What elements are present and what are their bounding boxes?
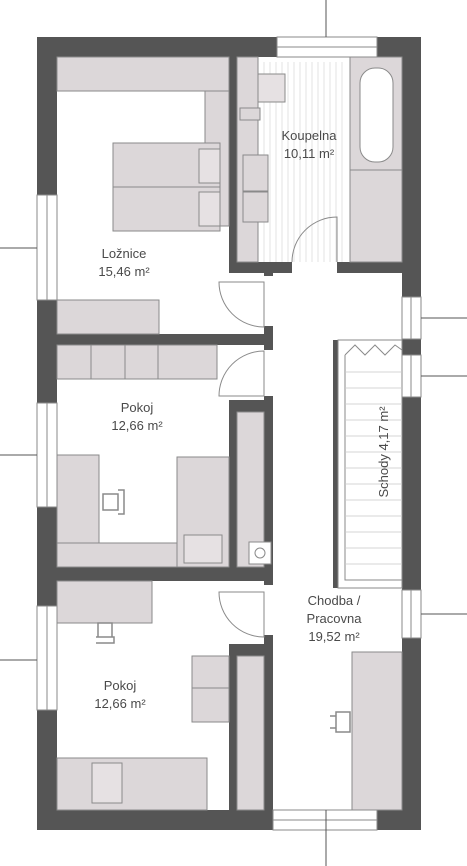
- label-koupelna-area: 10,11 m²: [284, 146, 335, 161]
- wall-hall-left: [264, 272, 273, 810]
- wall-closet-l2: [229, 644, 237, 810]
- stair-frame: [337, 339, 403, 589]
- door-bedroom: [218, 281, 265, 328]
- label-chodba-area: 19,52 m²: [308, 629, 360, 644]
- bath-cabinet-2: [242, 191, 269, 223]
- pokoj2-shelf-b: [191, 687, 230, 723]
- wall-closet-lower: [229, 644, 273, 656]
- label-chodba-name2: Pracovna: [307, 611, 363, 626]
- closet-upper: [236, 411, 265, 568]
- pokoj2-desk: [56, 580, 153, 624]
- closet-lower: [236, 655, 265, 811]
- label-schody: Schody 4,17 m²: [376, 406, 391, 498]
- bath-washbasin: [257, 73, 286, 103]
- bedroom-wardrobe-top: [56, 56, 230, 92]
- label-koupelna-name: Koupelna: [282, 128, 338, 143]
- wall-closet-upper: [229, 400, 273, 412]
- window-mullions: [46, 46, 412, 821]
- door-gap-bedroom: [264, 276, 273, 326]
- pokoj1-bench: [56, 542, 178, 568]
- hall-desk: [351, 651, 403, 811]
- wall-closet-l1: [229, 400, 237, 580]
- furniture: [56, 56, 403, 811]
- wall-pokoj-pokoj: [40, 567, 273, 580]
- label-pokoj2-name: Pokoj: [104, 678, 137, 693]
- wall-bath-left: [229, 40, 237, 272]
- wall-bed-pokoj: [40, 334, 268, 345]
- label-chodba-name: Chodba /: [308, 593, 361, 608]
- bath-shower-tray: [349, 169, 403, 263]
- label-pokoj1-area: 12,66 m²: [111, 418, 163, 433]
- wall-east-lower: [402, 640, 421, 830]
- door-gap-pokoj2: [264, 585, 273, 635]
- door-pokoj1: [218, 350, 265, 397]
- bedroom-pillow-1: [198, 148, 221, 184]
- bath-cabinet-1: [242, 154, 269, 192]
- pokoj2-chair: [96, 622, 115, 644]
- door-bath: [291, 216, 338, 263]
- label-pokoj2-area: 12,66 m²: [94, 696, 146, 711]
- bedroom-bench: [56, 299, 160, 335]
- hall-chair: [330, 711, 351, 733]
- label-pokoj1-name: Pokoj: [121, 400, 154, 415]
- bath-tub: [359, 67, 394, 163]
- stair-arrow: [344, 344, 403, 356]
- pokoj2-bed: [56, 757, 208, 811]
- pokoj1-chair: [102, 489, 125, 515]
- pokoj2-pillow: [91, 762, 123, 804]
- stair-treads: [345, 371, 402, 565]
- door-swings: [218, 216, 338, 638]
- pokoj1-pillow: [183, 534, 223, 564]
- bath-toilet: [239, 107, 261, 121]
- label-loznice-name: Ložnice: [102, 246, 147, 261]
- stair-rail: [344, 355, 402, 581]
- pokoj1-desk: [56, 454, 100, 544]
- pokoj1-shelf: [56, 344, 218, 380]
- chairs: [96, 489, 351, 733]
- staircase: [337, 339, 403, 589]
- door-gap-pokoj1: [264, 350, 273, 396]
- floor-drain-icon: [248, 541, 272, 565]
- door-pokoj2: [218, 591, 265, 638]
- wall-stair-left: [333, 340, 338, 588]
- bedroom-pillow-2: [198, 191, 221, 227]
- label-loznice-area: 15,46 m²: [98, 264, 150, 279]
- door-gap-bath: [292, 262, 337, 273]
- pokoj2-shelf-a: [191, 655, 230, 689]
